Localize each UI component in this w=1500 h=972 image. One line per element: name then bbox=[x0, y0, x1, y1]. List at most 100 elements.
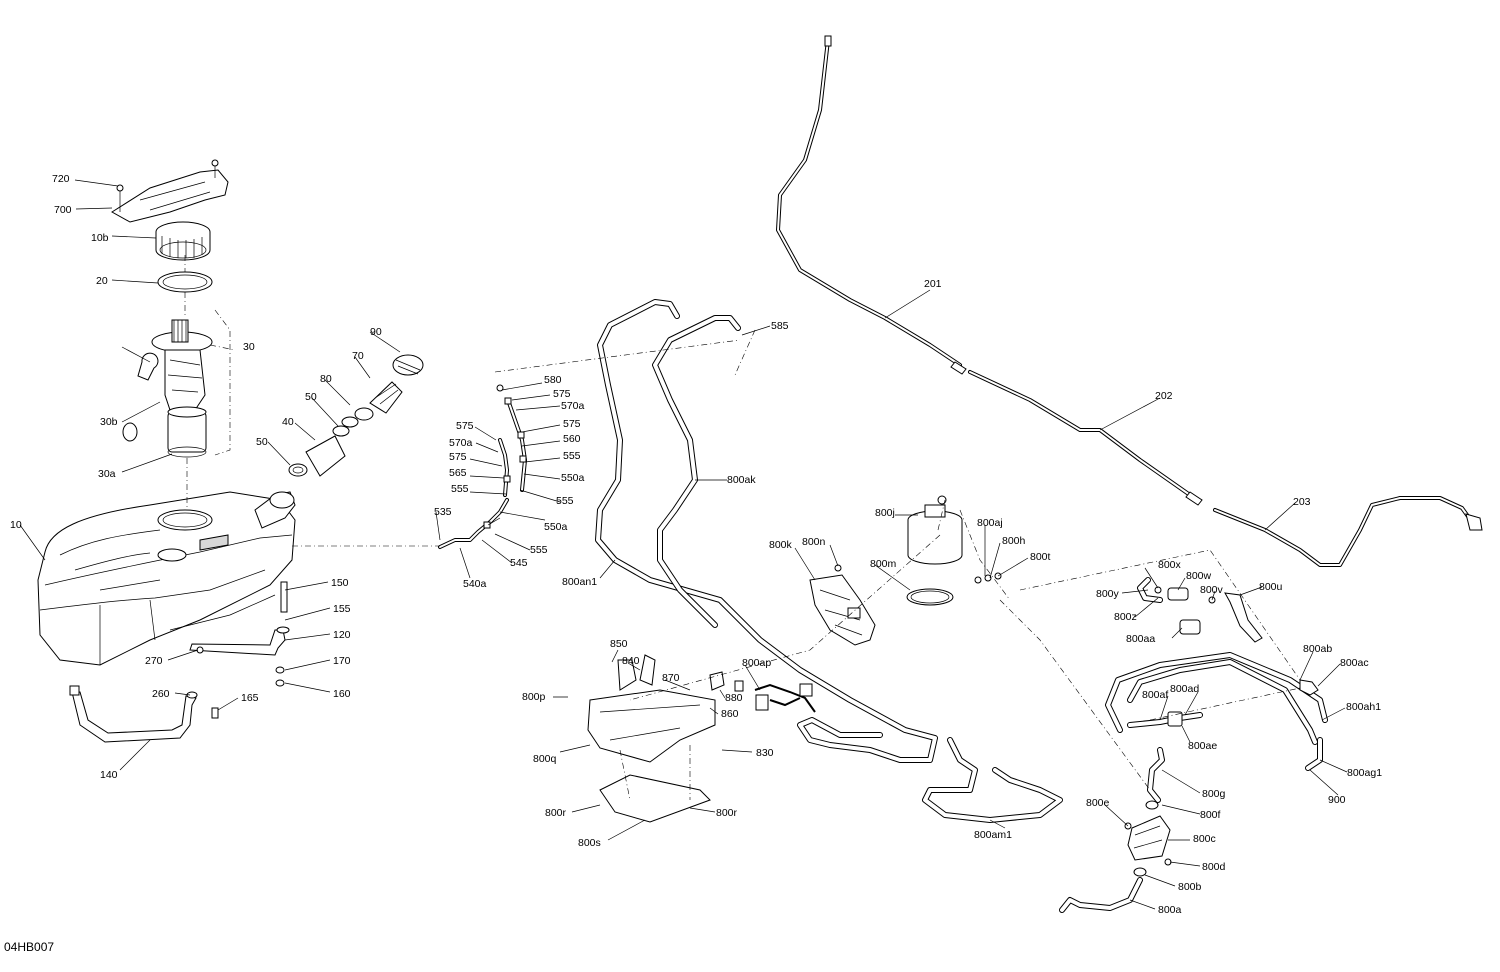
callout-555-d: 555 bbox=[530, 544, 548, 556]
callout-800ae: 800ae bbox=[1188, 740, 1217, 752]
callout-800w: 800w bbox=[1186, 570, 1212, 582]
callout-800q: 800q bbox=[533, 753, 557, 765]
callout-20: 20 bbox=[96, 275, 108, 287]
callout-550a-b: 550a bbox=[544, 521, 568, 533]
callout-90: 90 bbox=[370, 326, 382, 338]
callout-800an1: 800an1 bbox=[562, 576, 597, 588]
callout-870: 870 bbox=[662, 672, 680, 684]
leader-lines bbox=[19, 179, 1348, 910]
evap-canister bbox=[906, 495, 1002, 606]
callout-555-c: 555 bbox=[556, 495, 574, 507]
callout-545: 545 bbox=[510, 557, 528, 569]
callout-800am1: 800am1 bbox=[974, 829, 1012, 841]
callout-150: 150 bbox=[331, 577, 349, 589]
callout-800j: 800j bbox=[875, 507, 895, 519]
callout-850: 850 bbox=[610, 638, 628, 650]
callout-550a-a: 550a bbox=[561, 472, 585, 484]
callout-800n: 800n bbox=[802, 536, 826, 548]
callout-10b: 10b bbox=[91, 232, 109, 244]
fuel-tank-10 bbox=[37, 491, 296, 666]
callout-800p: 800p bbox=[522, 691, 546, 703]
purge-valve-800k bbox=[809, 564, 876, 646]
callout-575-c: 575 bbox=[563, 418, 581, 430]
callout-165: 165 bbox=[241, 692, 259, 704]
callout-40: 40 bbox=[282, 416, 294, 428]
callout-50-bottom: 50 bbox=[256, 436, 268, 448]
callout-800ac: 800ac bbox=[1340, 657, 1369, 669]
callout-800ap: 800ap bbox=[742, 657, 771, 669]
callout-800a: 800a bbox=[1158, 904, 1182, 916]
callout-860: 860 bbox=[721, 708, 739, 720]
callout-800y: 800y bbox=[1096, 588, 1120, 600]
assembly-lines bbox=[184, 255, 1301, 801]
callout-700: 700 bbox=[54, 204, 72, 216]
callout-202: 202 bbox=[1155, 390, 1173, 402]
callout-800t: 800t bbox=[1030, 551, 1051, 563]
callout-800ab: 800ab bbox=[1303, 643, 1332, 655]
callout-30: 30 bbox=[243, 341, 255, 353]
callout-800x: 800x bbox=[1158, 559, 1182, 571]
callout-30b: 30b bbox=[100, 416, 118, 428]
callout-580: 580 bbox=[544, 374, 562, 386]
callout-800r-right: 800r bbox=[716, 807, 738, 819]
callout-570a-a: 570a bbox=[561, 400, 585, 412]
callout-260: 260 bbox=[152, 688, 170, 700]
callout-900: 900 bbox=[1328, 794, 1346, 806]
callout-840: 840 bbox=[622, 655, 640, 667]
callout-720: 720 bbox=[52, 173, 70, 185]
callout-800aj: 800aj bbox=[977, 517, 1003, 529]
callout-800h: 800h bbox=[1002, 535, 1026, 547]
callout-203: 203 bbox=[1293, 496, 1311, 508]
fuel-lines-201-203 bbox=[776, 35, 1483, 567]
callout-140: 140 bbox=[100, 769, 118, 781]
callout-585: 585 bbox=[771, 320, 789, 332]
support-straps bbox=[69, 581, 290, 743]
callout-830: 830 bbox=[756, 747, 774, 759]
callout-570a-b: 570a bbox=[449, 437, 473, 449]
callout-800s: 800s bbox=[578, 837, 601, 849]
long-hoses bbox=[595, 299, 1063, 823]
callout-575-d: 575 bbox=[449, 451, 467, 463]
callout-800f: 800f bbox=[1200, 809, 1221, 821]
callout-800m: 800m bbox=[870, 558, 897, 570]
callout-120: 120 bbox=[333, 629, 351, 641]
diagram-code: 04HB007 bbox=[4, 940, 54, 954]
callout-575-b: 575 bbox=[456, 420, 474, 432]
callout-800e: 800e bbox=[1086, 797, 1110, 809]
callout-540a: 540a bbox=[463, 578, 487, 590]
callout-800b: 800b bbox=[1178, 881, 1202, 893]
callout-800ah1: 800ah1 bbox=[1346, 701, 1381, 713]
callout-565: 565 bbox=[449, 467, 467, 479]
bracket-800q bbox=[587, 654, 725, 823]
callout-555-b: 555 bbox=[451, 483, 469, 495]
callout-880: 880 bbox=[725, 692, 743, 704]
harness-800ap bbox=[734, 680, 816, 713]
bracket-700 bbox=[111, 159, 229, 223]
lock-ring-10b bbox=[155, 221, 211, 261]
callout-800g: 800g bbox=[1202, 788, 1226, 800]
callout-800u: 800u bbox=[1259, 581, 1283, 593]
fuel-filter-800c bbox=[1059, 747, 1172, 913]
callout-800k: 800k bbox=[769, 539, 793, 551]
callout-800v: 800v bbox=[1200, 584, 1224, 596]
callout-201: 201 bbox=[924, 278, 942, 290]
callout-160: 160 bbox=[333, 688, 351, 700]
callout-535: 535 bbox=[434, 506, 452, 518]
callout-800ad: 800ad bbox=[1170, 683, 1199, 695]
small-hose-chain bbox=[438, 384, 527, 549]
callout-575-a: 575 bbox=[553, 388, 571, 400]
callout-30a: 30a bbox=[98, 468, 116, 480]
gasket-20 bbox=[157, 271, 213, 293]
callout-70: 70 bbox=[352, 350, 364, 362]
callout-800ag1: 800ag1 bbox=[1347, 767, 1382, 779]
callout-170: 170 bbox=[333, 655, 351, 667]
callout-555-a: 555 bbox=[563, 450, 581, 462]
callout-labels: 720 700 10b 20 30 30b 30a 90 70 80 50 40… bbox=[10, 173, 1382, 916]
callout-80: 80 bbox=[320, 373, 332, 385]
callout-800aa: 800aa bbox=[1126, 633, 1155, 645]
callout-155: 155 bbox=[333, 603, 351, 615]
callout-800c: 800c bbox=[1193, 833, 1216, 845]
filler-neck-parts bbox=[288, 354, 424, 477]
